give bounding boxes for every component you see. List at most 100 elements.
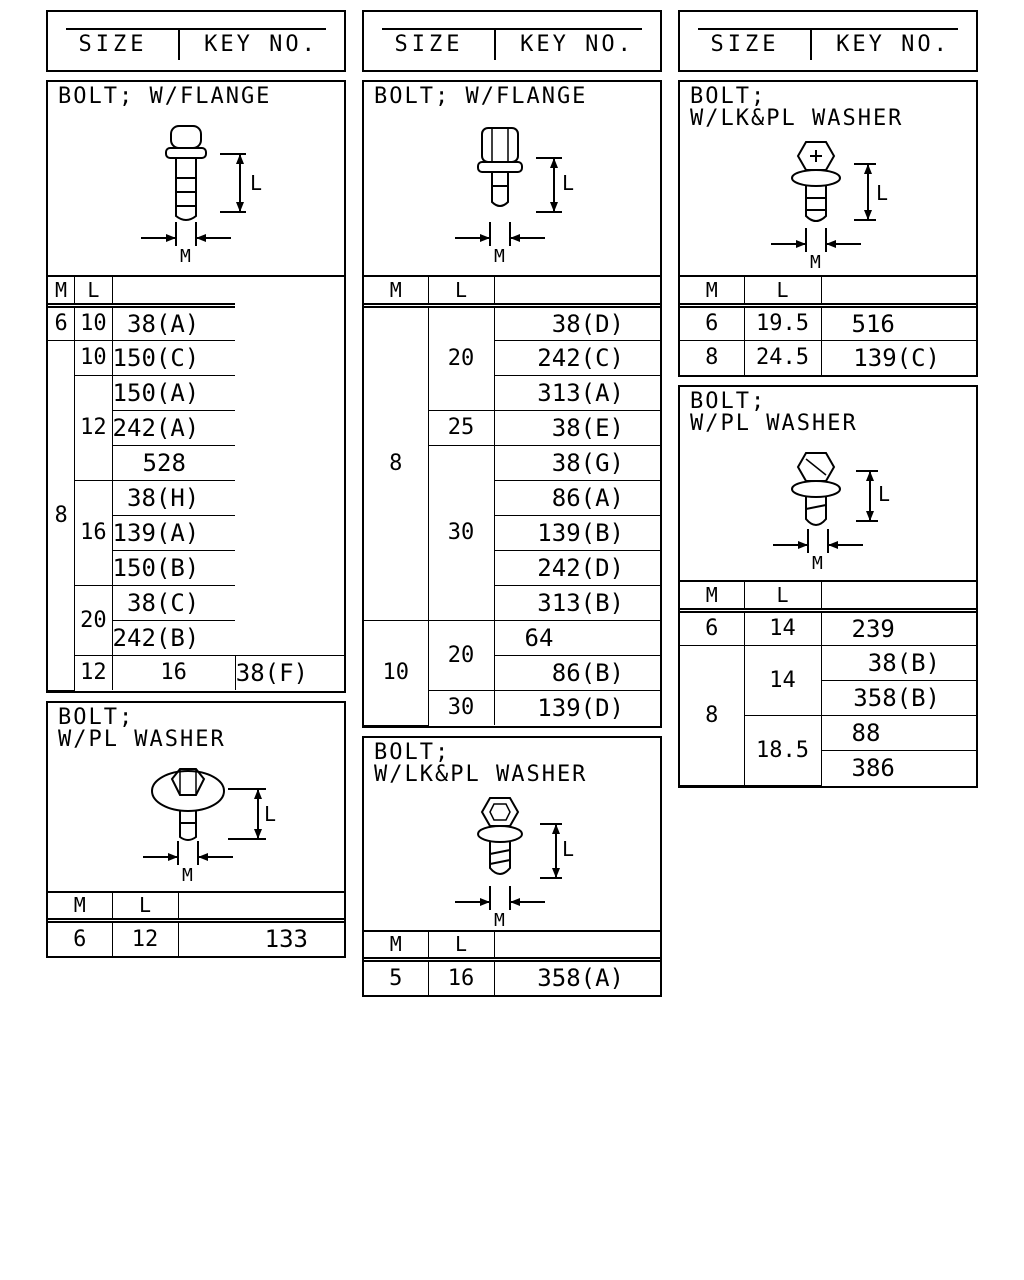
table-cell: 139(B) [494,514,660,551]
table-cell: 6 [48,304,76,341]
table-cell: 19.5 [743,304,822,341]
table-cell: 242(D) [494,549,660,586]
table-cell: 38(D) [493,304,660,341]
table-cell: 16 [74,479,113,586]
key-no-label: KEY NO. [520,32,634,57]
table-cell: 150(B) [112,549,236,586]
table-cell: 88 [820,714,976,751]
size-label: SIZE [78,32,148,57]
table-cell: 38(E) [493,409,660,446]
table-cell [820,277,976,308]
table-cell: 8 [680,339,745,375]
header-rule [382,28,642,30]
key-no-label: KEY NO. [204,32,318,57]
table-row: 313(A) [364,374,660,411]
table-cell: L [743,582,822,613]
section-title: BOLT; W/LK&PL WASHER [374,739,588,787]
table-cell: 139(A) [112,514,236,551]
table-cell: 150(C) [111,339,236,376]
table-cell: 20 [74,584,113,656]
table-cell [177,892,344,923]
key-no-label: KEY NO. [836,32,950,57]
table-cell: 86(B) [494,654,660,691]
table-cell: 6 [680,304,745,341]
table-cell: L [743,277,822,308]
lk-pl-washer-bolt-icon: L M [770,141,888,273]
table-cell: 386 [821,749,976,785]
table-row: 386 [680,749,976,785]
column-2: SIZE KEY NO. BOLT; W/FLANGE L M M [362,10,662,1005]
table-cell: 5 [364,959,429,995]
table-cell: 8 [680,644,745,786]
table-cell: 150(A) [111,374,236,411]
section-title: BOLT; W/PL WASHER [690,389,858,436]
table-cell: 30 [428,689,495,725]
flange-bolt-icon: L M [140,125,262,267]
column-header: SIZE KEY NO. [362,10,662,72]
column-header: SIZE KEY NO. [678,10,978,72]
dimension-label: M [810,252,821,273]
table-row: 528 [48,444,344,481]
table-cell: L [111,892,179,923]
table-cell: 38(H) [111,479,236,516]
table-cell: 25 [428,409,495,446]
column-header: SIZE KEY NO. [46,10,346,72]
table-row: 139(A) [48,514,344,551]
table-row: 242(D) [364,549,660,586]
table-row: 242(B) [48,619,344,656]
table-cell: 8 [48,339,76,691]
bolt-lk-pl-washer-illustration: BOLT; W/LK&PL WASHER L M [364,738,660,932]
table-cell [111,277,236,308]
dimension-label: L [876,181,888,205]
table-cell: 6 [680,609,745,646]
table-cell: M [680,582,745,613]
dimension-label: M [812,553,823,574]
dimension-label: M [494,246,505,267]
flange-bolt-icon: L M [454,127,574,267]
table-row: 313(B) [364,584,660,621]
bolt-lk-pl-washer-illustration: BOLT; W/LK&PL WASHER L M [680,82,976,277]
table-cell: L [427,931,495,962]
table-cell: 139(C) [820,339,976,375]
table-cell: 18.5 [744,714,822,786]
dimension-label: M [494,910,505,930]
table-cell: 12 [111,920,179,956]
table-cell: 16 [111,654,236,690]
table-cell: 12 [74,654,113,690]
table-cell: 242(C) [494,339,660,376]
table-cell: 86(A) [494,479,660,516]
table-cell: 358(B) [821,679,976,716]
section-title: BOLT; W/FLANGE [374,84,588,109]
table-cell [820,582,976,613]
table-cell: 528 [112,444,236,481]
header-rule [66,28,326,30]
table-cell: 38(G) [493,444,660,481]
table-cell: M [680,277,745,308]
table-cell: M [364,931,429,962]
table-row: 139(B) [364,514,660,551]
